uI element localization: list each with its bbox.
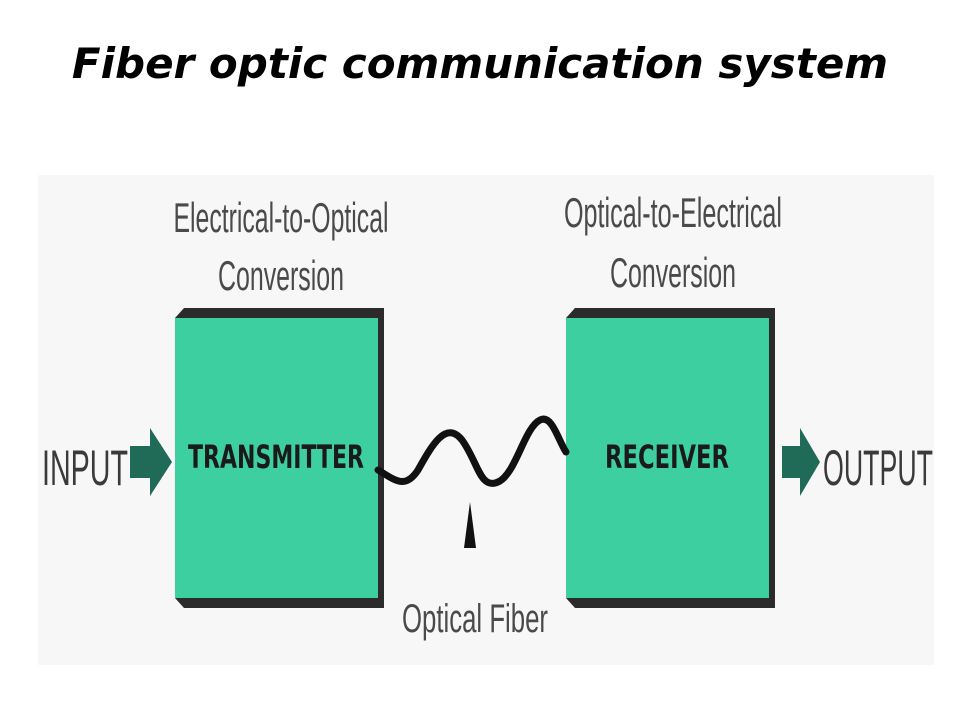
receiver-box (566, 318, 769, 598)
transmitter-caption-line1: Electrical-to-Optical (174, 194, 389, 241)
receiver-label: RECEIVER (605, 438, 729, 476)
input-arrow-icon (130, 428, 172, 496)
receiver-caption-line1: Optical-to-Electrical (564, 189, 782, 236)
receiver-caption-line2: Conversion (610, 249, 736, 296)
transmitter-box (175, 318, 378, 598)
optical-fiber-line (374, 415, 570, 487)
output-arrow-icon (782, 428, 820, 496)
receiver-box-shadow-bottom (566, 598, 775, 608)
optical-fiber-label: Optical Fiber (402, 597, 548, 641)
transmitter-label: TRANSMITTER (188, 438, 364, 476)
slide-title: Fiber optic communication system (71, 39, 889, 88)
transmitter-caption-line2: Conversion (218, 252, 344, 299)
fiber-pointer-icon (464, 502, 476, 548)
output-label: OUTPUT (823, 440, 933, 496)
transmitter-box-shadow-bottom (175, 598, 384, 608)
input-label: INPUT (42, 440, 128, 496)
